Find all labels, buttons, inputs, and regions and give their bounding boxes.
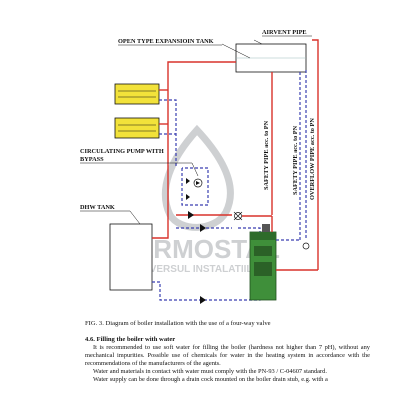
label-circulating-pump-line2: BYPASS: [80, 156, 104, 163]
watermark-tagline: UNIVERSUL INSTALATIILOR: [133, 264, 269, 275]
return-main: [159, 99, 177, 168]
boiler: [249, 224, 277, 301]
label-expansion-tank: OPEN TYPE EXPANSIOIN TANK: [118, 38, 214, 45]
label-safety-pipe-2: SAFETY PIPE acc. to PN: [292, 125, 299, 195]
paragraph-1: It is recommended to use soft water for …: [85, 343, 370, 367]
flame-watermark-icon: [161, 124, 234, 231]
supply-main: [167, 61, 236, 215]
valve-dhw-icon: [200, 296, 206, 304]
paragraph-3: Water supply can be done through a drain…: [93, 375, 328, 383]
label-safety-pipe-1: SAFETY PIPE acc. to PN: [263, 120, 270, 190]
label-circulating-pump-line1: CIRCULATING PUMP WITH: [80, 148, 164, 155]
pump-bypass: [181, 167, 209, 206]
label-overflow-pipe: OVERFLOW PIPE acc. to PN: [309, 118, 316, 200]
dhw-tank: [109, 223, 153, 291]
label-airvent-pipe: AIRVENT PIPE: [262, 29, 307, 36]
drain-valve-icon: [302, 242, 310, 250]
section-heading: 4.6. Filling the boiler with water: [85, 336, 176, 343]
radiator-lower: [114, 117, 160, 139]
paragraph-2: Water and materials in contact with wate…: [93, 367, 327, 375]
valve-bypass-icon: [186, 178, 190, 184]
valve-supply-icon: [188, 211, 194, 219]
figure-caption: FIG. 3. Diagram of boiler installation w…: [85, 320, 271, 327]
section-filling-boiler: 4.6. Filling the boiler with water It is…: [85, 336, 370, 383]
airvent-pipe: [312, 39, 319, 270]
boiler-installation-diagram: TERMOSTAL UNIVERSUL INSTALATIILOR OPEN T…: [80, 29, 319, 304]
radiator-upper: [114, 83, 160, 105]
label-dhw-tank: DHW TANK: [80, 204, 115, 211]
